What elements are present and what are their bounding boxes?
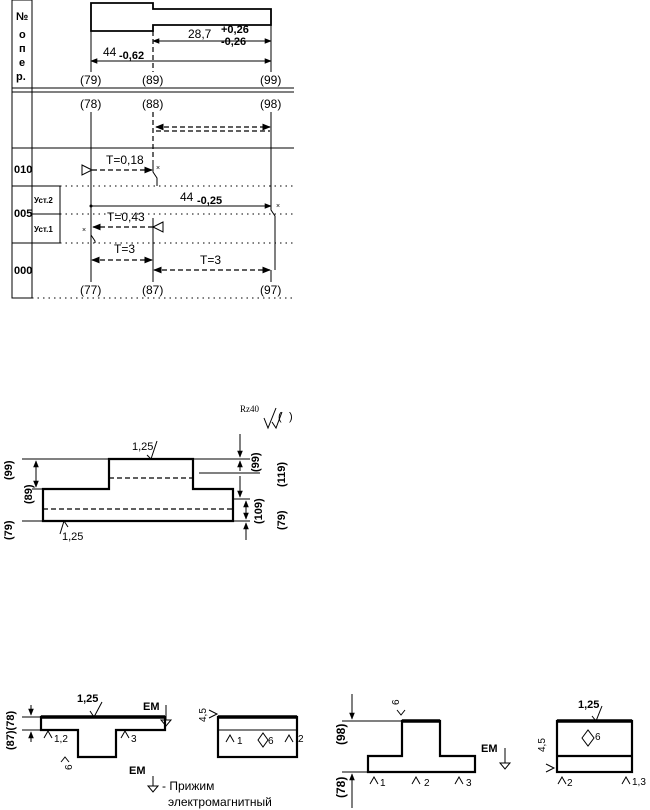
dimension-chain-table: № о п е р. 010 005 000 Уст.2 Уст.1 28,7 … <box>11 0 294 299</box>
s1-support-6: 6 <box>64 764 75 770</box>
part-drawing: Rz40 () 1,25 1,25 (99) (89) (79) (99) (1… <box>3 404 293 543</box>
label-88: (88) <box>142 97 163 111</box>
rz-mark <box>263 407 277 430</box>
op-010: 010 <box>14 164 32 176</box>
s3-support-3: 3 <box>466 778 472 789</box>
label-87: (87) <box>142 283 163 297</box>
s2-rough: 4,5 <box>198 708 209 722</box>
s3-em: ЕМ <box>481 743 498 755</box>
s4-support-2: 2 <box>567 778 573 789</box>
svg-text:): ) <box>289 411 293 423</box>
s3-98: (98) <box>334 724 348 745</box>
s1-dim: (87)(78) <box>5 711 17 750</box>
tol-043: T=0,43 <box>107 210 145 224</box>
setup-sketch-3: (98) (78) 6 1 2 3 ЕМ <box>334 694 512 808</box>
label-98: (98) <box>260 97 281 111</box>
dim-28-7-lower: -0,26 <box>221 36 246 48</box>
dim-44-tol: -0,62 <box>119 50 144 62</box>
s4-support-13: 1,3 <box>632 777 646 788</box>
label-97: (97) <box>260 283 281 297</box>
svg-text:×: × <box>82 227 86 234</box>
s4-r45: 4,5 <box>537 738 548 752</box>
op-header-no: № <box>16 11 28 23</box>
tol-3b: T=3 <box>200 253 221 267</box>
dim-44-025: 44 <box>180 190 194 204</box>
tol-018: T=0,18 <box>106 153 144 167</box>
part-outline <box>41 457 235 523</box>
s1-support-12: 1,2 <box>54 734 68 745</box>
label-79: (79) <box>80 73 101 87</box>
rough-bot: 1,25 <box>62 531 83 543</box>
setup-sketch-2: 4,5 1 6 2 <box>198 708 304 759</box>
dim-28-7: 28,7 <box>188 27 212 41</box>
setup-sketch-1: 1,25 (87)(78) 1,2 3 6 ЕМ <box>5 693 173 770</box>
op-header-o: о <box>19 29 26 41</box>
left-99: (99) <box>3 460 15 480</box>
op-header-r: р. <box>16 71 26 83</box>
datum-005 <box>151 221 164 233</box>
s1-rough: 1,25 <box>77 693 98 705</box>
right-119: (119) <box>276 462 288 487</box>
dim-28-7-upper: +0,26 <box>221 24 249 36</box>
setup-sketch-4: 1,25 6 4,5 2 1,3 <box>537 699 646 789</box>
label-77: (77) <box>80 283 101 297</box>
dim-44-025-tol: -0,25 <box>197 195 222 207</box>
label-89: (89) <box>142 73 163 87</box>
right-99: (99) <box>250 452 262 472</box>
label-78: (78) <box>80 97 101 111</box>
left-79: (79) <box>3 520 15 540</box>
left-89: (89) <box>23 484 35 504</box>
op-column-frame <box>11 0 33 299</box>
svg-text:×: × <box>276 203 280 210</box>
right-79: (79) <box>276 510 288 530</box>
s3-support-2: 2 <box>424 778 430 789</box>
rough-top: 1,25 <box>132 441 153 453</box>
em-clamp-icon <box>146 785 160 793</box>
s4-support-6: 6 <box>595 732 601 743</box>
s1-em: ЕМ <box>143 701 160 713</box>
dim-44: 44 <box>103 45 117 59</box>
tol-3a: T=3 <box>114 242 135 256</box>
svg-text:×: × <box>156 165 160 172</box>
legend-em: ЕМ - Прижим электромагнитный <box>129 765 272 809</box>
datum-010 <box>81 164 94 176</box>
op-header-e: е <box>19 57 25 69</box>
s2-support-2: 2 <box>298 734 304 745</box>
s4-rough: 1,25 <box>578 699 599 711</box>
label-99: (99) <box>260 73 281 87</box>
s3-78: (78) <box>334 777 348 798</box>
s3-support-1: 1 <box>380 778 386 789</box>
op-000: 000 <box>14 265 32 277</box>
legend-em-label: ЕМ <box>129 765 146 777</box>
s1-support-3: 3 <box>131 734 137 745</box>
setup-1-label: Уст.1 <box>34 225 53 234</box>
s3-rough: 6 <box>391 699 402 705</box>
rz40-label: Rz40 <box>240 404 259 414</box>
svg-text:(: ( <box>278 411 282 423</box>
legend-clamp: - Прижим <box>162 779 214 793</box>
setup-2-label: Уст.2 <box>34 196 53 205</box>
op-005: 005 <box>14 208 32 220</box>
op-header-p: п <box>19 43 26 55</box>
s2-support-1: 1 <box>237 736 243 747</box>
legend-electromagnetic: электромагнитный <box>168 795 272 809</box>
right-109: (109) <box>253 498 265 524</box>
s2-support-6: 6 <box>268 736 274 747</box>
